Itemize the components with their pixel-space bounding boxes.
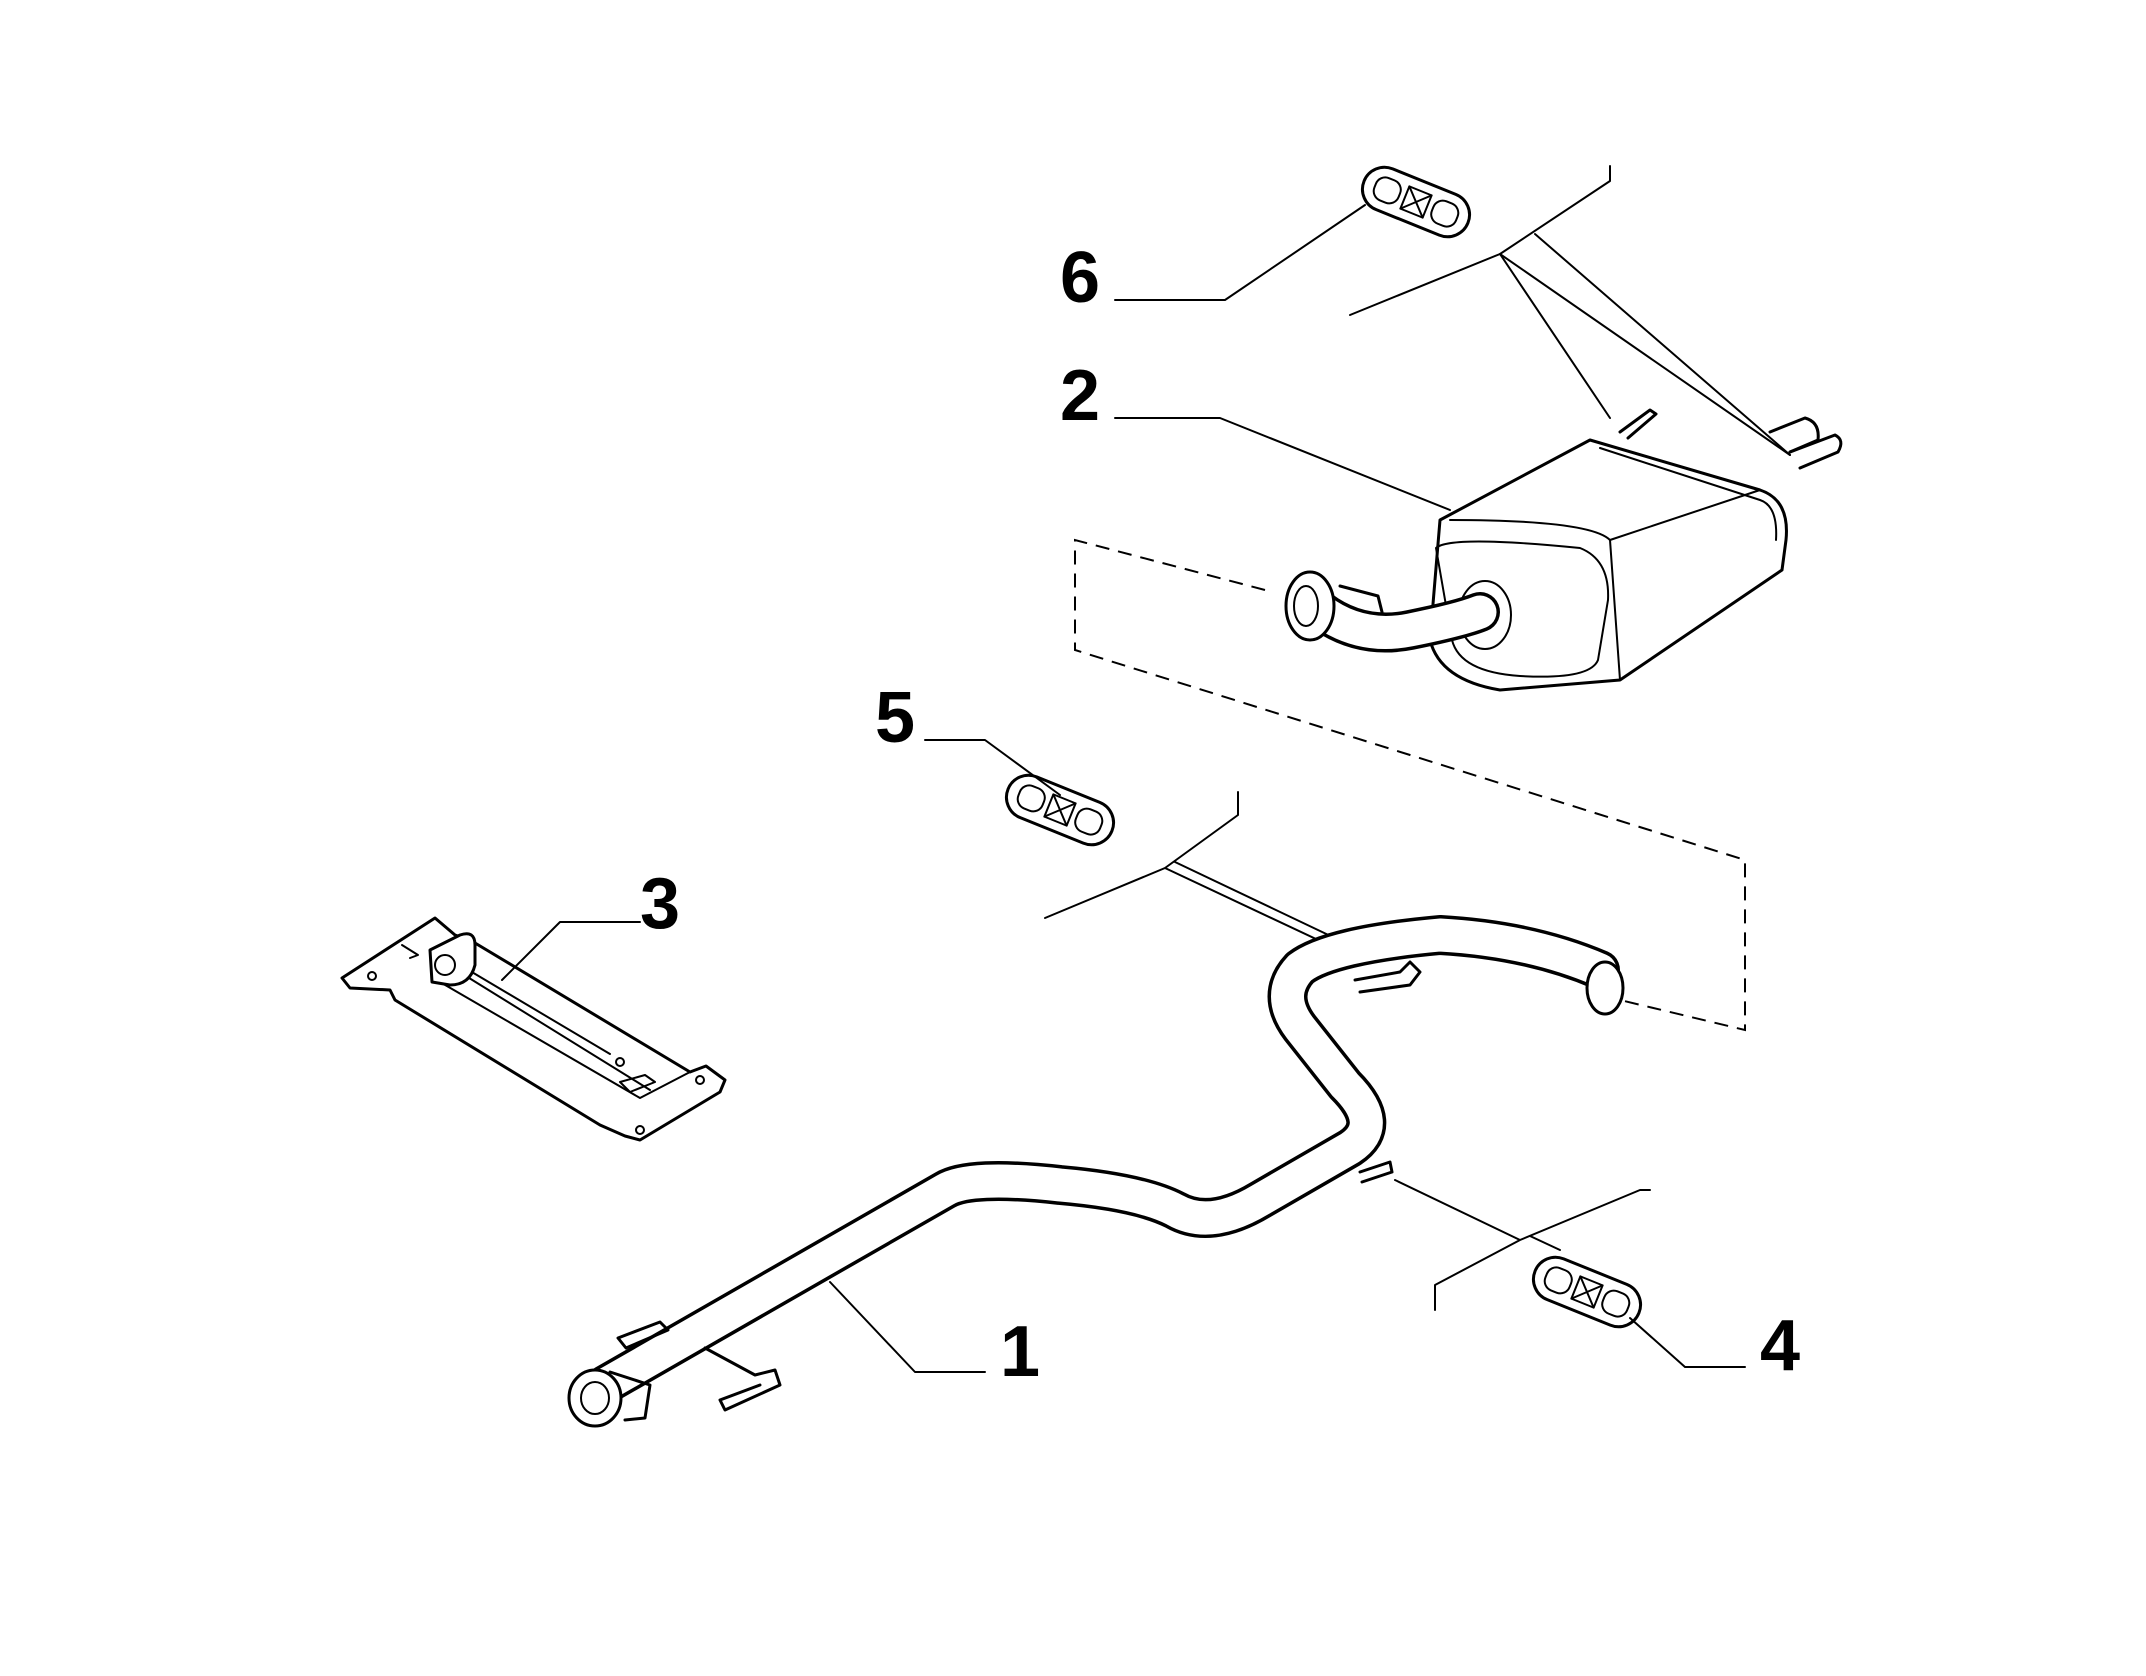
part-4-rubber-hanger[interactable] xyxy=(1527,1251,1647,1334)
callout-4: 4 xyxy=(1760,1306,1800,1386)
part-5-rubber-hanger[interactable] xyxy=(1000,769,1120,852)
hanger-4-leaders xyxy=(1394,1179,1651,1311)
callout-leaders xyxy=(501,204,1746,1373)
callout-5: 5 xyxy=(875,678,915,758)
assembly-dashed-outline xyxy=(1074,538,1746,1032)
part-6-rubber-hanger[interactable] xyxy=(1356,161,1476,244)
callout-3: 3 xyxy=(640,864,680,944)
callout-6: 6 xyxy=(1060,238,1100,318)
callout-1: 1 xyxy=(1000,1312,1040,1392)
part-2-rear-silencer[interactable] xyxy=(1284,408,1843,692)
silencer-hanger-leaders xyxy=(1349,165,1791,456)
part-1-intermediate-pipe[interactable] xyxy=(567,915,1625,1428)
callout-2: 2 xyxy=(1060,356,1100,436)
part-3-support-bracket[interactable] xyxy=(340,916,727,1142)
